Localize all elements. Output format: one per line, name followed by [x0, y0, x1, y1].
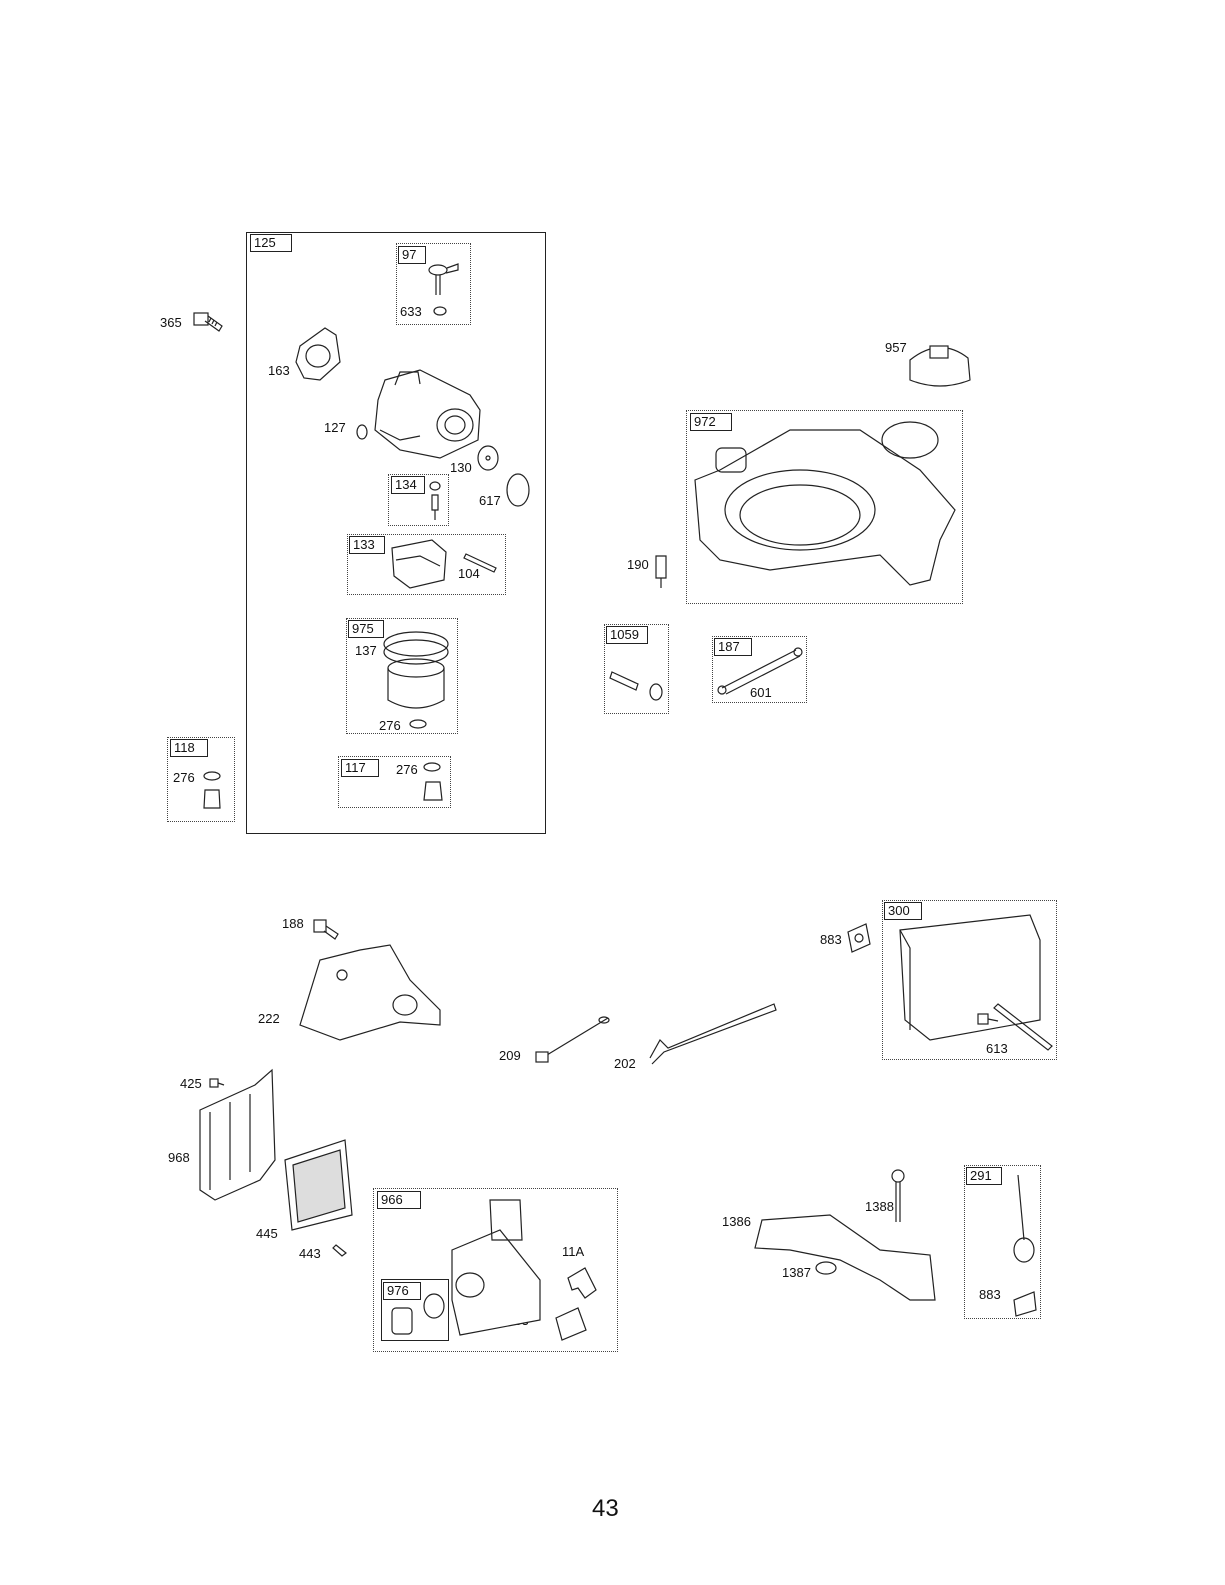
nut-117-icon — [424, 763, 442, 800]
air-filter-445-icon — [285, 1140, 352, 1230]
fitting-190-icon — [656, 556, 666, 588]
pin-104-icon — [464, 554, 496, 572]
screw-425-icon — [210, 1079, 224, 1087]
bolt-188-icon — [314, 920, 338, 939]
bracket-222-icon — [300, 945, 440, 1040]
oil-seal-291-icon — [1014, 1175, 1036, 1316]
carburetor-icon — [375, 370, 480, 458]
needle-valve-134-icon — [430, 482, 440, 520]
float-bowl-975-icon — [384, 632, 448, 728]
gasket-883-icon — [848, 924, 870, 952]
muffler-300-icon — [900, 915, 1040, 1040]
elbow-11a-icon — [568, 1268, 596, 1298]
bolt-365-icon — [194, 313, 222, 331]
o-ring-617-icon — [507, 474, 529, 506]
fuel-fitting-1059-icon — [610, 672, 662, 700]
shutoff-valve-97-icon — [429, 264, 458, 315]
page-number: 43 — [592, 1495, 619, 1523]
link-202-icon — [650, 1004, 776, 1064]
fuel-line-187-icon — [718, 648, 802, 694]
screw-443-icon — [333, 1245, 346, 1256]
gasket-163-icon — [296, 328, 340, 380]
air-cleaner-base-968-icon — [200, 1070, 275, 1200]
gasket-163b-icon — [556, 1308, 586, 1340]
fuel-filter-976-icon — [392, 1294, 444, 1334]
spring-209-icon — [536, 1017, 609, 1062]
plate-130-icon — [478, 446, 498, 470]
lever-1386-icon — [755, 1215, 935, 1300]
o-ring-127-icon — [357, 425, 367, 439]
float-133-icon — [392, 540, 446, 588]
bolt-1388-icon — [892, 1170, 904, 1222]
carburetor-assembly-966-icon — [452, 1200, 540, 1335]
spring-1387-icon — [816, 1262, 836, 1274]
fuel-tank-972-icon — [695, 422, 955, 585]
nut-118-icon — [204, 772, 220, 808]
fuel-cap-957-icon — [910, 346, 970, 386]
